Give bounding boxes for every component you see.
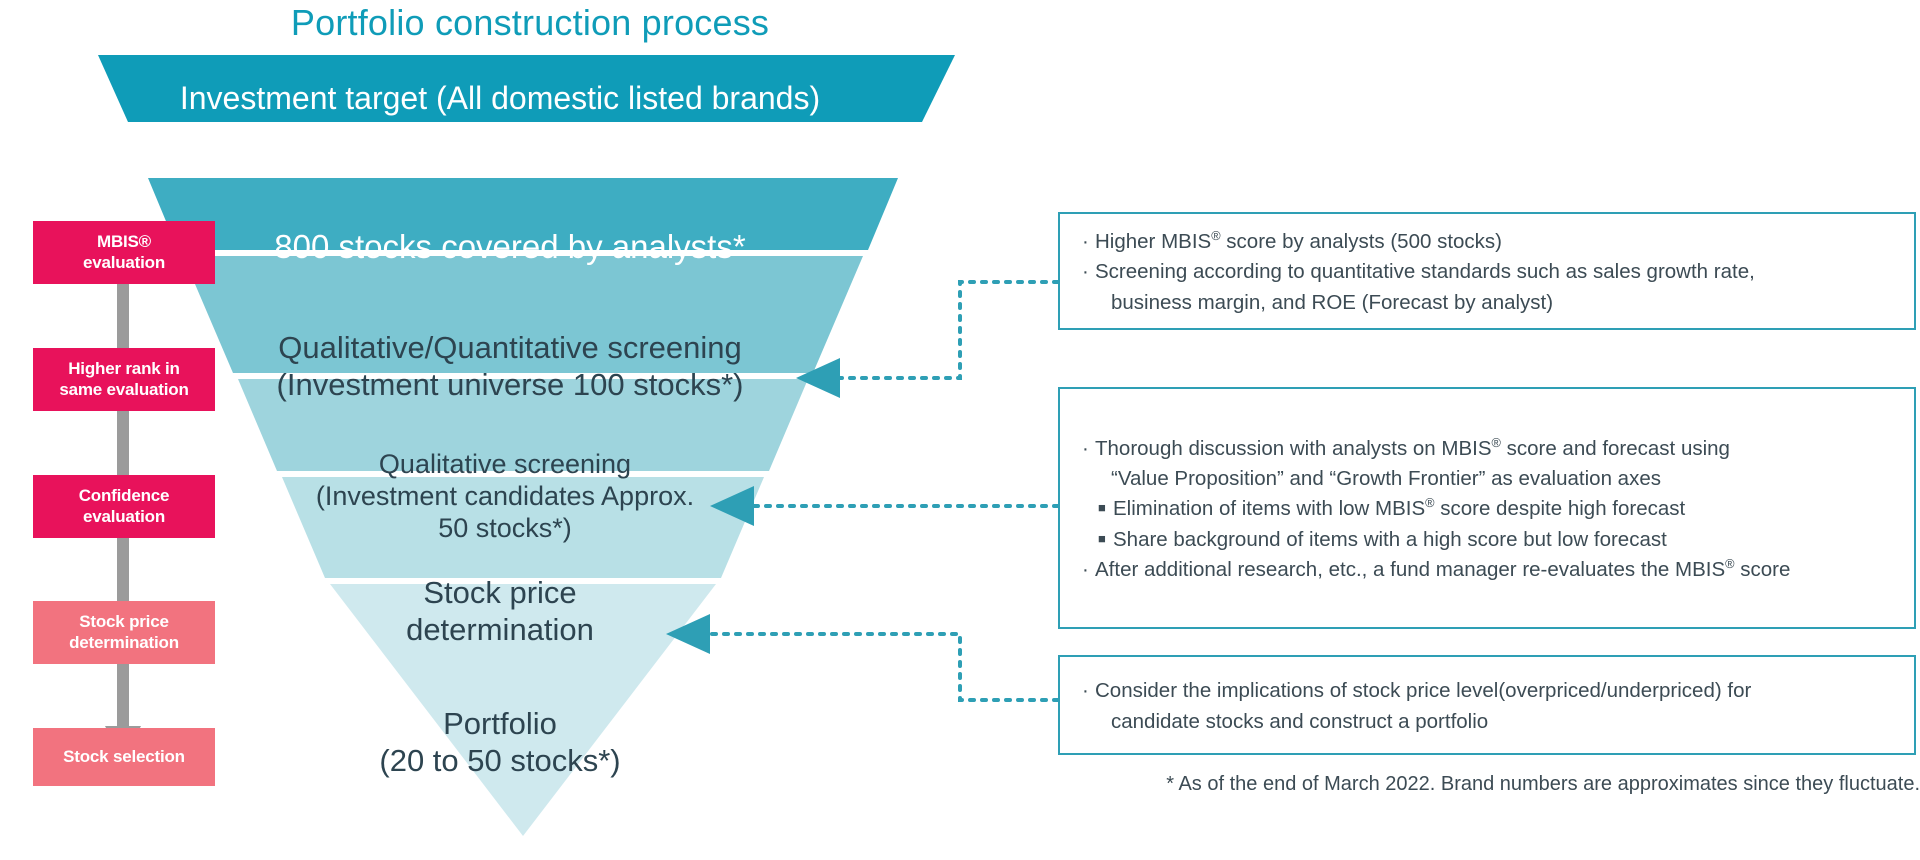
callout-line-text: Share background of items with a high sc… (1113, 527, 1667, 551)
callout-line: business margin, and ROE (Forecast by an… (1082, 288, 1892, 317)
callout-line: ·Higher MBIS® score by analysts (500 sto… (1082, 227, 1892, 256)
callout-line: ·Thorough discussion with analysts on MB… (1082, 434, 1892, 463)
footnote: * As of the end of March 2022. Brand num… (1166, 773, 1920, 795)
bullet-dot-icon: · (1082, 679, 1089, 703)
callout-box-discussion: ·Thorough discussion with analysts on MB… (1058, 387, 1916, 629)
rail-item-label: MBIS® evaluation (82, 232, 166, 272)
callout-line: candidate stocks and construct a portfol… (1082, 707, 1892, 736)
connector-to-stage-2 (836, 280, 1060, 380)
funnel-stage-5-shape (330, 584, 716, 836)
rail-item-label: Higher rank in same evaluation (59, 359, 189, 399)
bullet-dot-icon: · (1082, 230, 1089, 254)
evaluation-rail: MBIS® evaluation Higher rank in same eva… (0, 0, 260, 855)
funnel-banner-shape (98, 55, 955, 122)
arrowhead-stage-3 (710, 486, 754, 526)
connector-to-stage-4 (706, 632, 1060, 702)
callout-box-stock-price: ·Consider the implications of stock pric… (1058, 655, 1916, 755)
bullet-square-icon: ■ (1098, 500, 1106, 516)
funnel-shapes (98, 55, 955, 836)
bullet-square-icon: ■ (1098, 530, 1106, 546)
funnel-stage-2-shape (183, 256, 863, 373)
callout-line-text: Screening according to quantitative stan… (1095, 260, 1755, 284)
registered-mark: ® (1491, 435, 1501, 451)
rail-item-label: Stock price determination (69, 612, 179, 652)
callout-line-text: Thorough discussion with analysts on MBI… (1095, 435, 1730, 461)
rail-item-mbis-evaluation[interactable]: MBIS® evaluation (33, 221, 215, 284)
callout-line-text: After additional research, etc., a fund … (1095, 555, 1791, 581)
callout-line-text: “Value Proposition” and “Growth Frontier… (1111, 467, 1661, 491)
rail-item-stock-price-determination[interactable]: Stock price determination (33, 601, 215, 664)
funnel-stage-4-shape (282, 477, 764, 578)
registered-mark: ® (1425, 495, 1435, 511)
rail-item-confidence-evaluation[interactable]: Confidence evaluation (33, 475, 215, 538)
rail-item-stock-selection[interactable]: Stock selection (33, 728, 215, 786)
callout-line: ■ Elimination of items with low MBIS® sco… (1082, 494, 1892, 523)
callout-line: ■ Share background of items with a high s… (1082, 525, 1892, 554)
arrowhead-stage-2 (796, 358, 840, 398)
bullet-dot-icon: · (1082, 260, 1089, 284)
bullet-dot-icon: · (1082, 557, 1089, 581)
rail-item-label: Confidence evaluation (78, 486, 170, 526)
funnel-stage-1-shape (148, 178, 898, 250)
callout-line-text: Consider the implications of stock price… (1095, 679, 1752, 703)
callout-line-text: candidate stocks and construct a portfol… (1111, 709, 1489, 733)
registered-mark: ® (1211, 228, 1221, 244)
callout-line: “Value Proposition” and “Growth Frontier… (1082, 464, 1892, 493)
callout-line: ·After additional research, etc., a fund… (1082, 555, 1892, 584)
funnel-stage-3-shape (238, 379, 808, 471)
rail-item-higher-rank[interactable]: Higher rank in same evaluation (33, 348, 215, 411)
callout-line: ·Consider the implications of stock pric… (1082, 676, 1892, 705)
bullet-dot-icon: · (1082, 437, 1089, 461)
page-title: Portfolio construction process (290, 2, 770, 43)
callout-line-text: business margin, and ROE (Forecast by an… (1111, 290, 1554, 314)
rail-item-label: Stock selection (63, 746, 185, 766)
callout-line-text: Higher MBIS® score by analysts (500 stoc… (1095, 228, 1503, 254)
callout-line-text: Elimination of items with low MBIS® scor… (1113, 495, 1686, 521)
callout-box-screening: ·Higher MBIS® score by analysts (500 sto… (1058, 212, 1916, 330)
callout-line: ·Screening according to quantitative sta… (1082, 257, 1892, 286)
arrowhead-stage-4 (666, 614, 710, 654)
registered-mark: ® (1725, 555, 1735, 571)
